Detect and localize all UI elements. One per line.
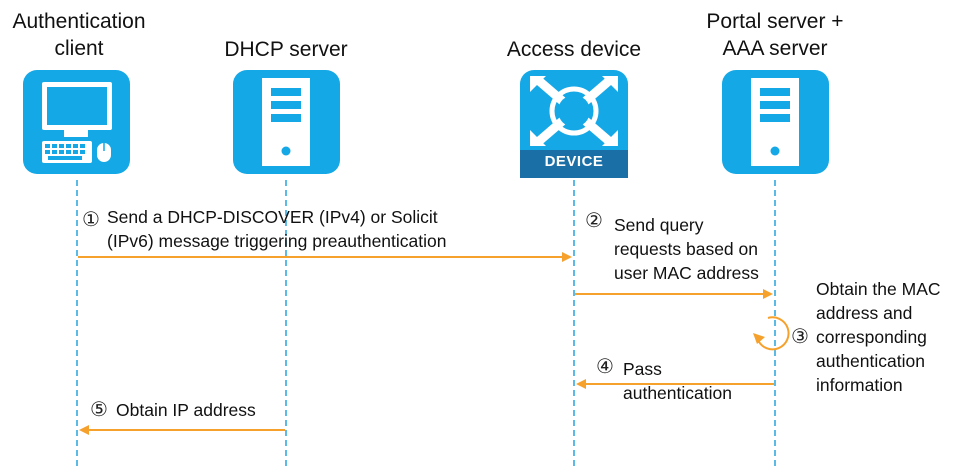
arrow-step-3-loop: [753, 316, 790, 351]
step-3-text: Obtain the MAC address and corresponding…: [816, 279, 941, 395]
computer-icon: [23, 70, 130, 174]
step-1-text: Send a DHCP-DISCOVER (IPv4) or Solicit (…: [107, 207, 447, 251]
step-5-text: Obtain IP address: [116, 400, 256, 420]
device-icon: [520, 70, 628, 178]
step-5-number: ⑤: [90, 399, 108, 421]
server-icon: [233, 70, 340, 174]
participant-label-dhcp: DHCP server: [224, 38, 348, 61]
step-3-number: ③: [791, 326, 809, 348]
step-2-text: Send query requests based on user MAC ad…: [614, 215, 759, 283]
participant-label-access: Access device: [506, 38, 642, 61]
step-4-text: Pass authentication: [623, 359, 732, 403]
step-2-number: ②: [585, 210, 603, 232]
step-4-number: ④: [596, 356, 614, 378]
participant-label-client: Authentication client: [12, 10, 146, 60]
participant-label-portal: Portal server + AAA server: [706, 10, 844, 60]
device-badge: DEVICE: [544, 153, 604, 170]
server-icon: [722, 70, 829, 174]
step-1-number: ①: [82, 209, 100, 231]
